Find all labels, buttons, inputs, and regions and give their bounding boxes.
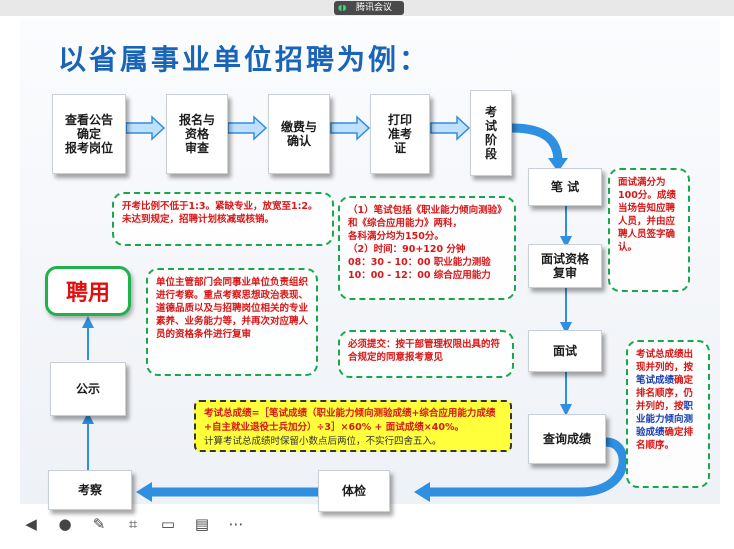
step-print-ticket: 打印准考证 bbox=[370, 94, 430, 174]
meeting-app-label: 腾讯会议 bbox=[356, 3, 393, 13]
step-inspection: 考察 bbox=[48, 470, 132, 510]
signal-icon: ◖◗ bbox=[338, 3, 347, 12]
step-pay-confirm: 缴费与确认 bbox=[268, 94, 330, 174]
step-view-notice: 查看公告确定报考岗位 bbox=[52, 94, 126, 174]
step-interview-review: 面试资格复审 bbox=[528, 244, 602, 288]
screenshot-icon[interactable]: ⌗ bbox=[128, 515, 138, 533]
meeting-top-bar: ◖◗ 腾讯会议 bbox=[0, 0, 734, 16]
step-interview: 面试 bbox=[528, 330, 602, 372]
chat-icon[interactable]: ▤ bbox=[194, 515, 210, 533]
note-tie-break: 考试总成绩出现并列的，按笔试成绩确定排名顺序，仍并列的，按职业能力倾向测验成绩确… bbox=[626, 340, 710, 488]
meeting-indicator[interactable]: ◖◗ 腾讯会议 bbox=[334, 1, 404, 15]
arrow-4 bbox=[430, 115, 471, 141]
arrow-1 bbox=[125, 115, 166, 141]
presentation-toolbar: ◀ ● ✎ ⌗ ▭ ▤ ⋯ bbox=[0, 505, 734, 549]
more-icon[interactable]: ⋯ bbox=[228, 515, 244, 533]
arrow-u bbox=[428, 437, 628, 497]
step-publicity: 公示 bbox=[50, 362, 126, 416]
slide-title: 以省属事业单位招聘为例： bbox=[58, 43, 431, 76]
camera-icon[interactable]: ▭ bbox=[160, 515, 176, 533]
note-formula: 考试总成绩=［笔试成绩（职业能力倾向测验成绩+综合应用能力成绩+自主就业退役士兵… bbox=[194, 400, 512, 452]
step-apply-review: 报名与资格审查 bbox=[166, 94, 228, 174]
note-submit: 必须提交：按干部管理权限出具的符合规定的同意报考意见 bbox=[338, 330, 514, 378]
prev-icon[interactable]: ◀ bbox=[25, 515, 37, 533]
step-hire: 聘用 bbox=[45, 266, 131, 316]
note-ratio: 开考比例不低于1:3。紧缺专业，放宽至1:2。未达到规定，招聘计划核减或核销。 bbox=[112, 192, 334, 246]
pen-icon[interactable]: ✎ bbox=[92, 515, 106, 533]
note-interview-score: 面试满分为100分。成绩当场告知应聘人员，并由应聘人员签字确认。 bbox=[608, 168, 690, 292]
note-inspection: 单位主管部门会同事业单位负责组织进行考察。重点考察思想政治表现、道德品质以及与招… bbox=[146, 268, 318, 376]
step-query-score: 查询成绩 bbox=[528, 414, 606, 464]
arrow-2 bbox=[227, 115, 268, 141]
arrow-curve bbox=[511, 123, 563, 163]
arrow-3 bbox=[330, 115, 371, 141]
pointer-icon[interactable]: ● bbox=[58, 515, 72, 533]
step-written-exam: 笔 试 bbox=[528, 168, 602, 206]
step-exam-stage: 考试阶段 bbox=[470, 90, 512, 176]
note-written: （1）笔试包括《职业能力倾向测验》和《综合应用能力》两科， 各科满分均为150分… bbox=[338, 196, 516, 300]
step-physical-exam: 体检 bbox=[318, 470, 390, 512]
